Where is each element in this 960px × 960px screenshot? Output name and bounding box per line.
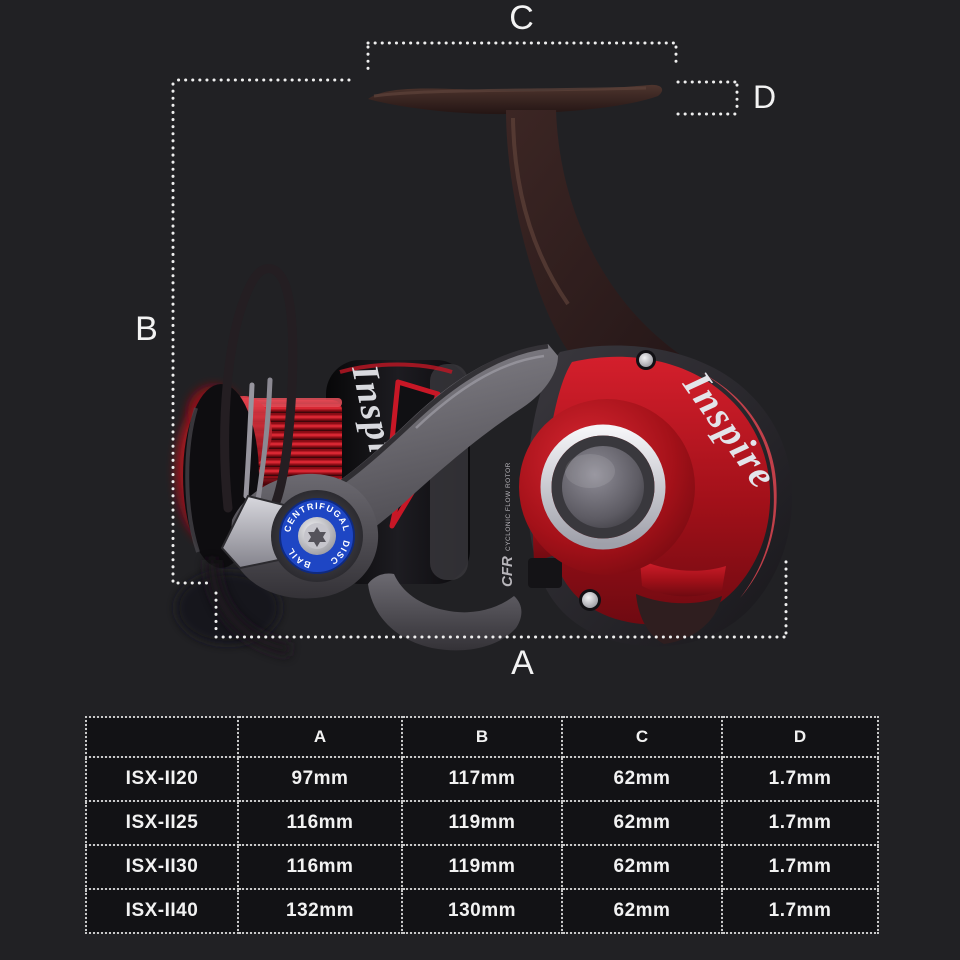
table-row: ISX-II40 132mm 130mm 62mm 1.7mm xyxy=(85,888,879,934)
dimension-lines xyxy=(171,41,788,639)
model-cell: ISX-II20 xyxy=(85,756,239,802)
dim-label-d: D xyxy=(752,79,778,115)
table-row: ISX-II20 97mm 117mm 62mm 1.7mm xyxy=(85,756,879,802)
dim-c-bracket xyxy=(366,41,678,72)
model-cell: ISX-II25 xyxy=(85,800,239,846)
header-dim-d: D xyxy=(721,716,879,758)
value-cell: 62mm xyxy=(561,888,723,934)
table-header-row: A B C D xyxy=(85,716,879,758)
torx-screw-icon xyxy=(308,527,326,547)
header-dim-c: C xyxy=(561,716,723,758)
header-model xyxy=(85,716,239,758)
value-cell: 1.7mm xyxy=(721,844,879,890)
value-cell: 119mm xyxy=(401,844,563,890)
model-cell: ISX-II40 xyxy=(85,888,239,934)
value-cell: 1.7mm xyxy=(721,800,879,846)
value-cell: 62mm xyxy=(561,844,723,890)
value-cell: 97mm xyxy=(237,756,403,802)
value-cell: 62mm xyxy=(561,756,723,802)
dim-label-b: B xyxy=(135,310,159,348)
model-cell: ISX-II30 xyxy=(85,844,239,890)
reel: Inspire xyxy=(176,84,793,657)
value-cell: 116mm xyxy=(237,844,403,890)
svg-text:CYCLONIC FLOW ROTOR: CYCLONIC FLOW ROTOR xyxy=(505,462,512,551)
value-cell: 62mm xyxy=(561,800,723,846)
svg-text:CFR: CFR xyxy=(499,556,516,587)
centrifugal-ring: CENTRIFUGAL DISC BAIL xyxy=(271,490,363,582)
reel-illustration: Inspire xyxy=(171,41,793,657)
bail-wire xyxy=(205,264,308,657)
reel-foot xyxy=(368,84,663,115)
dim-label-a: A xyxy=(511,644,535,682)
spec-table: A B C D ISX-II20 97mm 117mm 62mm 1.7mm I… xyxy=(85,716,879,934)
value-cell: 1.7mm xyxy=(721,756,879,802)
rotor-crescent xyxy=(368,573,522,651)
rotor-caption: CFR CYCLONIC FLOW ROTOR xyxy=(499,462,516,587)
value-cell: 1.7mm xyxy=(721,888,879,934)
value-cell: 130mm xyxy=(401,888,563,934)
dim-label-c: C xyxy=(509,0,535,37)
value-cell: 132mm xyxy=(237,888,403,934)
dim-d-bracket xyxy=(676,80,739,116)
header-dim-a: A xyxy=(237,716,403,758)
side-plate xyxy=(519,399,695,575)
table-row: ISX-II30 116mm 119mm 62mm 1.7mm xyxy=(85,844,879,890)
body-screws xyxy=(579,350,656,611)
value-cell: 117mm xyxy=(401,756,563,802)
table-row: ISX-II25 116mm 119mm 62mm 1.7mm xyxy=(85,800,879,846)
header-dim-b: B xyxy=(401,716,563,758)
value-cell: 116mm xyxy=(237,800,403,846)
dim-b-bracket xyxy=(171,78,351,585)
value-cell: 119mm xyxy=(401,800,563,846)
dim-a-bracket xyxy=(214,558,788,639)
